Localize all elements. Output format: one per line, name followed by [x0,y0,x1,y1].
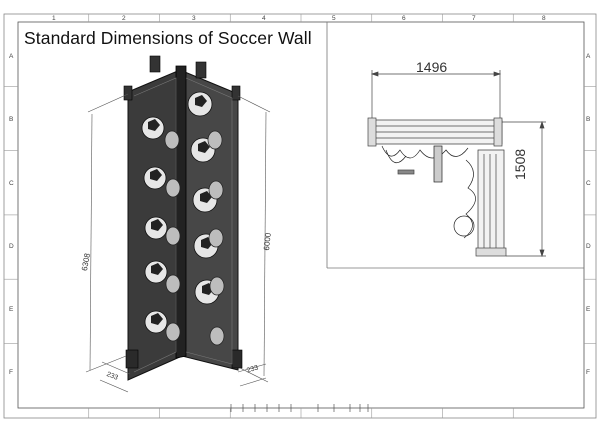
dimension-height-front: 6000 [262,232,273,251]
grid-row-D-left: D [9,243,14,250]
grid-col-6: 6 [402,15,406,22]
grid-row-F-left: F [9,369,13,376]
grid-col-2: 2 [122,15,126,22]
grid-col-1: 1 [52,15,56,22]
grid-row-E-left: E [9,306,14,313]
grid-col-3: 3 [192,15,196,22]
grid-col-8: 8 [542,15,546,22]
wall-isometric-view [123,55,243,381]
dimension-top-depth: 1508 [512,148,528,180]
grid-col-5: 5 [332,15,336,22]
grid-row-E-right: E [586,306,591,313]
dimension-top-width: 1496 [416,59,448,75]
grid-row-F-right: F [586,369,590,376]
drawing-title: Standard Dimensions of Soccer Wall [24,28,312,48]
grid-row-D-right: D [586,243,591,250]
grid-row-A-left: A [9,53,14,60]
grid-row-B-right: B [586,116,591,123]
grid-row-A-right: A [586,53,591,60]
grid-row-C-right: C [586,180,591,187]
grid-col-7: 7 [472,15,476,22]
grid-row-C-left: C [9,180,14,187]
wall-top-view [367,70,546,258]
grid-col-4: 4 [262,15,266,22]
grid-row-B-left: B [9,116,14,123]
